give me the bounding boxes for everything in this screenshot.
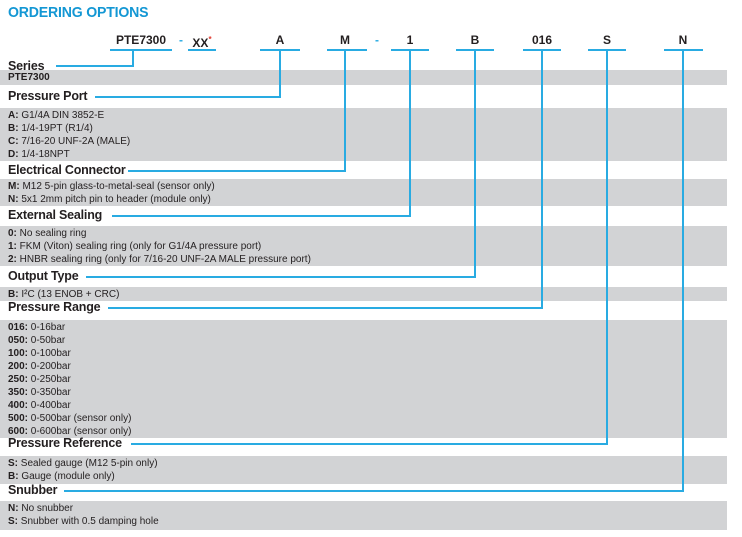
option-row-pressure-port-d-: D: 1/4-18NPT	[8, 149, 70, 160]
option-code: 100:	[8, 348, 29, 359]
options-band-pressure-reference: S: Sealed gauge (M12 5-pin only) B: Gauge…	[0, 456, 727, 484]
option-code: B:	[8, 123, 19, 134]
option-row-external-sealing-0-: 0: No sealing ring	[8, 228, 87, 239]
option-row-output-type-b-: B: I²C (13 ENOB + CRC)	[8, 289, 120, 300]
part-code-n: N	[678, 33, 688, 47]
option-code: 016:	[8, 322, 29, 333]
part-number-dash: -	[375, 33, 379, 47]
option-code: 2:	[8, 254, 17, 265]
option-code: B:	[8, 289, 19, 300]
section-heading-pressure-reference: Pressure Reference	[8, 436, 122, 450]
part-code-xx: XX*	[192, 35, 212, 50]
option-row-pressure-range-250-: 250: 0-250bar	[8, 374, 71, 385]
option-code: 400:	[8, 400, 29, 411]
option-row-pressure-reference-s-: S: Sealed gauge (M12 5-pin only)	[8, 458, 158, 469]
option-row-pressure-range-200-: 200: 0-200bar	[8, 361, 71, 372]
section-heading-snubber: Snubber	[8, 483, 58, 497]
option-code: 600:	[8, 426, 29, 437]
option-code: A:	[8, 110, 19, 121]
option-row-pressure-range-350-: 350: 0-350bar	[8, 387, 71, 398]
option-row-pressure-port-c-: C: 7/16-20 UNF-2A (MALE)	[8, 136, 131, 147]
section-heading-pressure-port: Pressure Port	[8, 89, 88, 103]
option-code: N:	[8, 503, 19, 514]
options-band-snubber: N: No snubber S: Snubber with 0.5 damping…	[0, 501, 727, 530]
part-code-m: M	[340, 33, 350, 47]
page-title: ORDERING OPTIONS	[8, 4, 149, 21]
option-code: S:	[8, 458, 18, 469]
option-row-snubber-s-: S: Snubber with 0.5 damping hole	[8, 516, 159, 527]
option-row-pressure-range-016-: 016: 0-16bar	[8, 322, 66, 333]
option-code: 350:	[8, 387, 29, 398]
option-row-pressure-port-a-: A: G1/4A DIN 3852-E	[8, 110, 105, 121]
option-row-pressure-range-500-: 500: 0-500bar (sensor only)	[8, 413, 132, 424]
section-heading-output-type: Output Type	[8, 269, 79, 283]
part-code-pte7300: PTE7300	[115, 33, 167, 47]
option-code: B:	[8, 471, 19, 482]
option-code: 500:	[8, 413, 29, 424]
option-row-electrical-connector-n-: N: 5x1 2mm pitch pin to header (module o…	[8, 194, 211, 205]
option-code: N:	[8, 194, 19, 205]
option-row-electrical-connector-m-: M: M12 5-pin glass-to-metal-seal (sensor…	[8, 181, 215, 192]
option-code: PTE7300	[8, 72, 50, 83]
option-row-external-sealing-2-: 2: HNBR sealing ring (only for 7/16-20 U…	[8, 254, 311, 265]
options-band-external-sealing: 0: No sealing ring 1: FKM (Viton) sealing…	[0, 226, 727, 266]
option-row-pressure-port-b-: B: 1/4-19PT (R1/4)	[8, 123, 93, 134]
option-row-pressure-reference-b-: B: Gauge (module only)	[8, 471, 115, 482]
options-band-pressure-range: 016: 0-16bar 050: 0-50bar 100: 0-100bar 200…	[0, 320, 727, 438]
options-band-electrical-connector: M: M12 5-pin glass-to-metal-seal (sensor…	[0, 179, 727, 206]
option-code: 050:	[8, 335, 29, 346]
option-row-external-sealing-1-: 1: FKM (Viton) sealing ring (only for G1…	[8, 241, 262, 252]
required-note-asterisk: *	[208, 35, 212, 44]
option-code: C:	[8, 136, 19, 147]
option-code: D:	[8, 149, 19, 160]
option-row-pressure-range-100-: 100: 0-100bar	[8, 348, 71, 359]
option-code: S:	[8, 516, 18, 527]
part-code-b: B	[470, 33, 480, 47]
leader-line-series	[56, 51, 134, 67]
part-code-1: 1	[406, 33, 414, 47]
section-heading-external-sealing: External Sealing	[8, 208, 103, 222]
section-heading-pressure-range: Pressure Range	[8, 300, 101, 314]
option-code: 1:	[8, 241, 17, 252]
option-code: 200:	[8, 361, 29, 372]
option-code: 250:	[8, 374, 29, 385]
option-row-pressure-range-050-: 050: 0-50bar	[8, 335, 66, 346]
option-row-series-pte7300: PTE7300	[0, 71, 727, 84]
options-band-pressure-port: A: G1/4A DIN 3852-E B: 1/4-19PT (R1/4) C: …	[0, 108, 727, 161]
part-number-dash: -	[179, 33, 183, 47]
option-row-pressure-range-400-: 400: 0-400bar	[8, 400, 71, 411]
section-heading-electrical-connector: Electrical Connector	[8, 163, 126, 177]
option-code: 0:	[8, 228, 17, 239]
options-band-series: PTE7300	[0, 70, 727, 85]
part-code-016: 016	[531, 33, 553, 47]
option-row-snubber-n-: N: No snubber	[8, 503, 74, 514]
part-code-s: S	[602, 33, 612, 47]
option-code: M:	[8, 181, 20, 192]
part-code-a: A	[275, 33, 285, 47]
options-band-output-type: B: I²C (13 ENOB + CRC)	[0, 287, 727, 301]
section-heading-series: Series	[8, 59, 45, 73]
